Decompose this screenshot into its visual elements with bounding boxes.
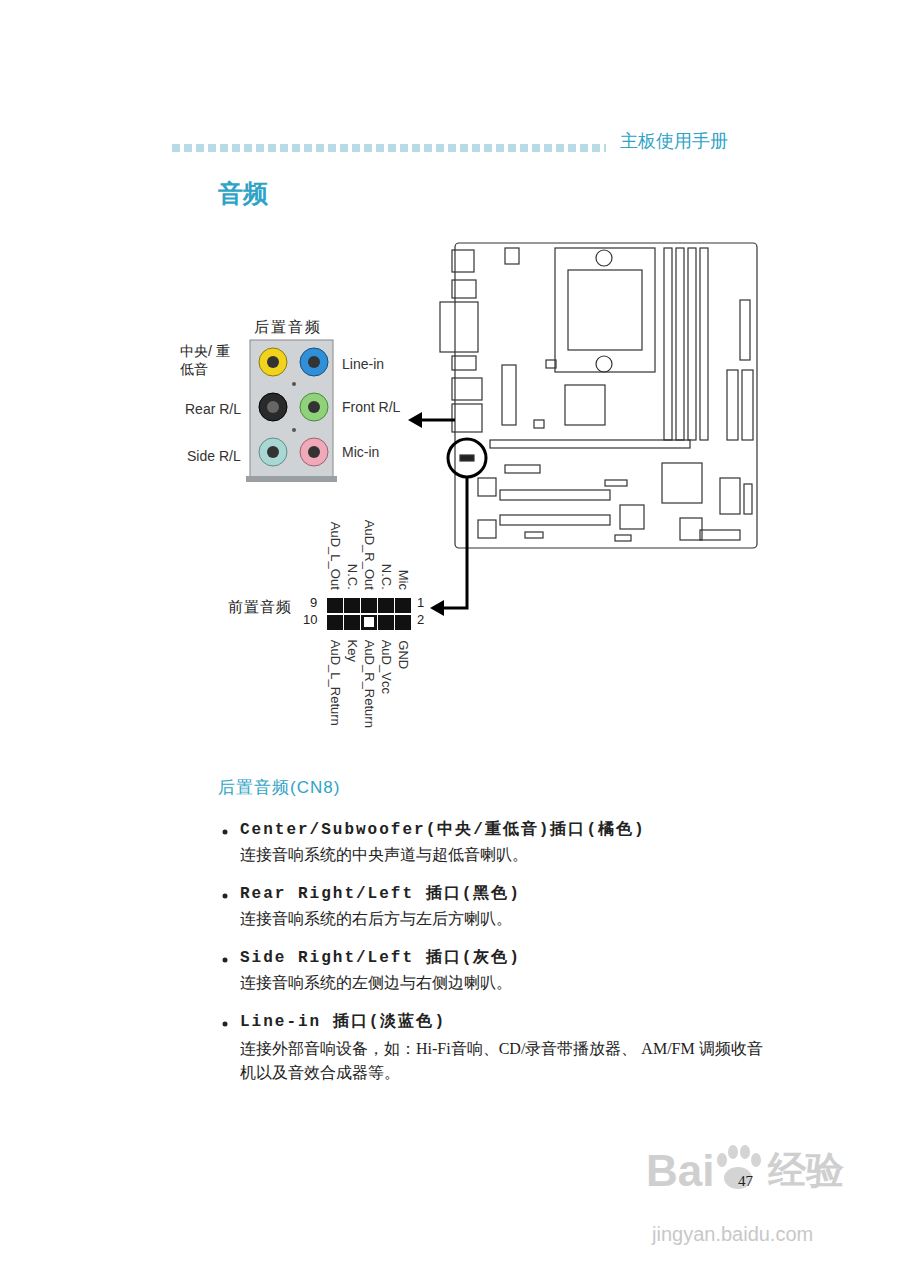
item-heading: Center/Subwoofer(中央/重低音)插口(橘色)	[240, 821, 646, 840]
pin-name: Mic	[395, 570, 411, 590]
pin-name: N.C.	[344, 564, 360, 590]
pin-name: AuD_R_Return	[361, 640, 377, 728]
jack-label: Front R/L	[342, 399, 400, 416]
jack-label: Side R/L	[187, 448, 241, 465]
header-caption: 前置音频	[228, 598, 292, 616]
pin-name: N.C.	[378, 564, 394, 590]
page-number: 47	[738, 1172, 753, 1190]
pin-number: 2	[417, 612, 424, 628]
pin-name: AuD_Vcc	[378, 640, 394, 694]
running-header: 主板使用手册	[620, 131, 728, 153]
pin-name: GND	[395, 640, 411, 669]
pin-number: 9	[310, 595, 317, 611]
rear-audio-panel	[246, 340, 337, 482]
watermark: 经验	[768, 1148, 844, 1194]
pin-name: AuD_R_Out	[361, 520, 377, 590]
watermark: jingyan.baidu.com	[652, 1222, 813, 1246]
item-body: 连接音响系统的左侧边与右侧边喇叭。	[240, 973, 512, 992]
pin-name: Key	[344, 640, 360, 662]
leader-arrows	[408, 412, 467, 616]
page-title: 音频	[218, 178, 268, 208]
item-heading: Side Right/Left 插口(灰色)	[240, 949, 521, 968]
pin-number: 10	[303, 612, 317, 628]
jack-label: Rear R/L	[185, 401, 241, 418]
jack-label: 中央/ 重低音	[180, 343, 230, 378]
pin-name: AuD_L_Out	[327, 522, 343, 590]
item-body: 连接外部音响设备，如：Hi-Fi音响、CD/录音带播放器、 AM/FM 调频收音…	[240, 1037, 770, 1085]
pin-header	[327, 598, 411, 630]
jack-label: Line-in	[342, 356, 384, 373]
item-heading: Rear Right/Left 插口(黑色)	[240, 885, 521, 904]
item-heading: Line-in 插口(淡蓝色)	[240, 1013, 446, 1032]
pin-name: AuD_L_Return	[327, 640, 343, 726]
section-heading: 后置音频(CN8)	[218, 778, 340, 798]
pin-number: 1	[417, 595, 424, 611]
item-body: 连接音响系统的右后方与左后方喇叭。	[240, 909, 512, 928]
item-body: 连接音响系统的中央声道与超低音喇叭。	[240, 845, 528, 864]
watermark: Bai	[646, 1145, 714, 1198]
bullets	[223, 830, 228, 1027]
watermark-paw	[717, 1145, 761, 1189]
panel-caption: 后置音频	[254, 318, 322, 336]
header-dots	[172, 144, 606, 152]
motherboard	[440, 243, 757, 548]
jack-label: Mic-in	[342, 444, 379, 461]
